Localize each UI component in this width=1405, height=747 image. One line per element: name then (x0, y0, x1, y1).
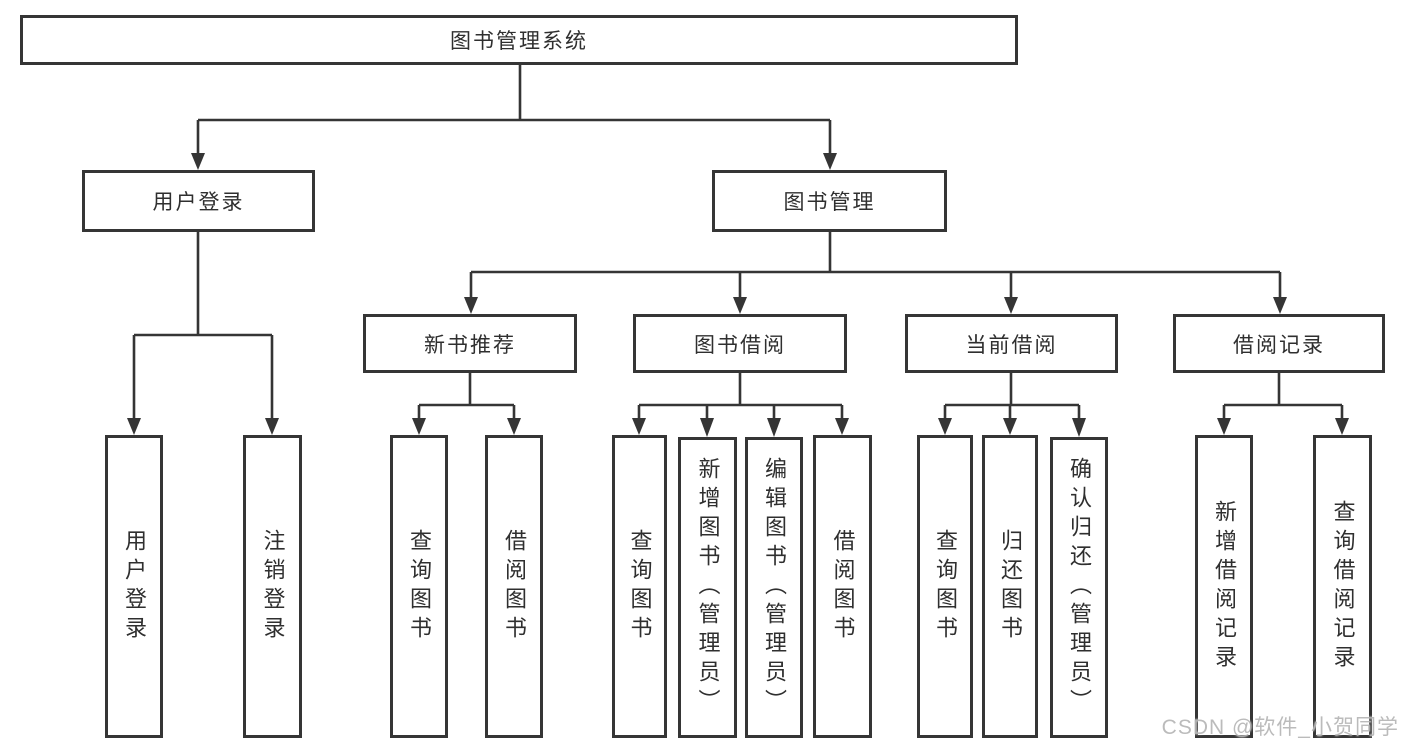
connector-borrow-records-to-leaves (1217, 373, 1349, 435)
leaf-label: 查询图书 (627, 528, 653, 645)
leaf-label: 用户登录 (122, 528, 147, 645)
csdn-watermark: CSDN @软件_小贺同学 (1161, 716, 1399, 739)
connector-user-login-to-leaves (127, 232, 279, 435)
leaf-label: 注销登录 (260, 528, 286, 645)
leaf-records-query-record: 查询借阅记录 (1313, 435, 1372, 738)
leaf-label: 归还图书 (998, 528, 1023, 645)
node-current-borrowing: 当前借阅 (905, 314, 1118, 373)
connector-book-borrow-to-leaves (632, 373, 849, 437)
leaf-label: 确认归还（管理员） (1067, 457, 1092, 718)
leaf-current-query-books: 查询图书 (917, 435, 973, 738)
leaf-borrow-add-books-admin: 新增图书（管理员） (678, 437, 737, 738)
node-label: 当前借阅 (965, 333, 1058, 357)
node-label: 借阅记录 (1233, 333, 1325, 357)
leaf-label: 编辑图书（管理员） (762, 457, 787, 718)
leaf-label: 新增图书（管理员） (695, 457, 721, 718)
node-label: 新书推荐 (424, 333, 516, 357)
node-label: 图书管理系统 (450, 30, 588, 53)
leaf-label: 借阅图书 (502, 528, 527, 645)
node-book-borrowing: 图书借阅 (633, 314, 847, 373)
node-book-management: 图书管理 (712, 170, 947, 232)
node-label: 图书管理 (783, 191, 876, 214)
node-new-book-recommendation: 新书推荐 (363, 314, 577, 373)
leaf-label: 借阅图书 (830, 528, 856, 645)
node-label: 用户登录 (152, 191, 245, 214)
leaf-newbooks-borrow-books: 借阅图书 (485, 435, 543, 738)
connector-current-borrow-to-leaves (938, 373, 1086, 437)
leaf-borrow-edit-books-admin: 编辑图书（管理员） (745, 437, 803, 738)
leaf-label: 查询图书 (407, 528, 432, 645)
leaf-label: 新增借阅记录 (1212, 499, 1237, 674)
leaf-logout: 注销登录 (243, 435, 302, 738)
leaf-user-login: 用户登录 (105, 435, 163, 738)
node-user-login: 用户登录 (82, 170, 315, 232)
leaf-current-return-books: 归还图书 (982, 435, 1038, 738)
leaf-borrow-borrow-books: 借阅图书 (813, 435, 872, 738)
node-borrowing-records: 借阅记录 (1173, 314, 1385, 373)
leaf-newbooks-query-books: 查询图书 (390, 435, 448, 738)
connector-root-to-branches (191, 65, 837, 170)
node-label: 图书借阅 (694, 333, 786, 357)
connector-new-books-to-leaves (412, 373, 521, 435)
leaf-label: 查询图书 (933, 528, 958, 645)
leaf-borrow-query-books: 查询图书 (612, 435, 667, 738)
leaf-label: 查询借阅记录 (1330, 499, 1356, 674)
connector-book-management-to-modules (464, 232, 1287, 314)
leaf-current-confirm-return-admin: 确认归还（管理员） (1050, 437, 1108, 738)
leaf-records-add-record: 新增借阅记录 (1195, 435, 1253, 738)
node-library-management-system: 图书管理系统 (20, 15, 1018, 65)
